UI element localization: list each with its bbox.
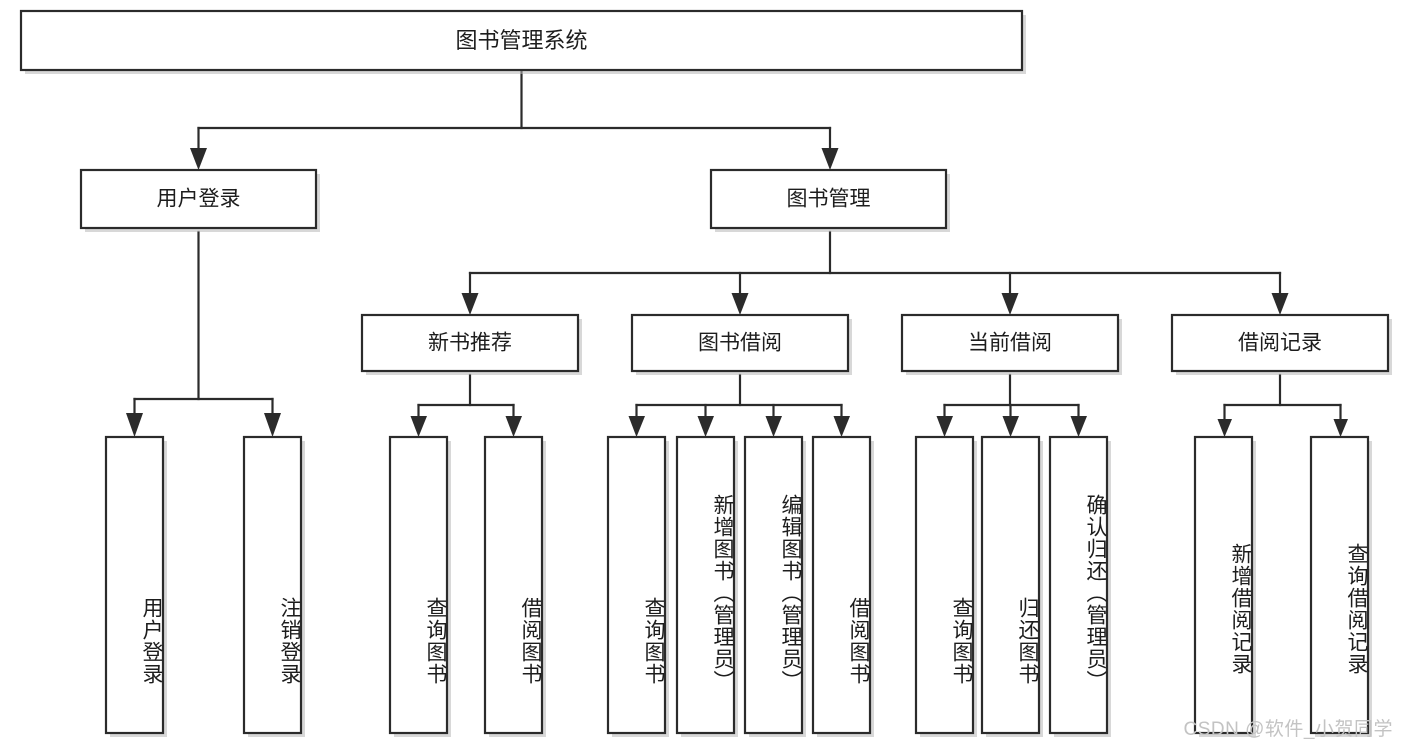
node-book-borrow-label: 图书借阅 <box>698 332 782 355</box>
arrow-to-leaf-borrow-3 <box>765 416 782 437</box>
arrow-to-user-login <box>190 148 207 170</box>
arrow-to-currentborrow <box>1001 293 1019 315</box>
leaf-box-record-1[interactable] <box>1193 435 1254 735</box>
leaf-boxes-new-book-recommend <box>388 435 546 737</box>
arrow-to-bookborrow <box>731 293 749 315</box>
arrow-to-leaf-current-2 <box>1002 416 1019 437</box>
leaf-box-borrow-2[interactable] <box>675 435 736 735</box>
leaf-boxes-user-login <box>104 435 305 737</box>
arrow-to-leaf-user-2 <box>264 413 281 437</box>
leaf-box-newbook-1[interactable] <box>388 435 449 735</box>
arrow-to-leaf-record-2 <box>1333 419 1348 437</box>
arrow-to-leaf-current-3 <box>1070 416 1087 437</box>
node-borrow-record-box <box>1170 313 1390 373</box>
leaf-box-record-2[interactable] <box>1309 435 1370 735</box>
node-root[interactable]: 图书管理系统 <box>19 9 1026 74</box>
arrow-to-leaf-record-1 <box>1217 419 1232 437</box>
arrow-to-leaf-newbook-2 <box>505 416 522 437</box>
node-current-borrow-box <box>900 313 1120 373</box>
node-current-borrow-label: 当前借阅 <box>968 332 1052 355</box>
leaf-box-borrow-4[interactable] <box>811 435 872 735</box>
arrowheads <box>126 148 1348 437</box>
leaf-boxes-borrow-record <box>1193 435 1372 737</box>
arrow-to-leaf-borrow-1 <box>628 416 645 437</box>
node-borrow-record[interactable]: 借阅记录 <box>1170 313 1392 375</box>
node-book-management-box <box>709 168 948 230</box>
arrow-to-leaf-borrow-2 <box>697 416 714 437</box>
node-book-management[interactable]: 图书管理 <box>709 168 950 232</box>
node-user-login-box <box>79 168 318 230</box>
arrow-to-borrowrecord <box>1271 293 1289 315</box>
node-borrow-record-label: 借阅记录 <box>1238 332 1322 355</box>
node-book-borrow[interactable]: 图书借阅 <box>630 313 852 375</box>
node-book-management-label: 图书管理 <box>787 188 871 211</box>
leaf-box-current-2[interactable] <box>980 435 1041 735</box>
node-new-book-recommend[interactable]: 新书推荐 <box>360 313 582 375</box>
arrow-to-leaf-current-1 <box>936 416 953 437</box>
node-root-box <box>19 9 1024 72</box>
leaf-boxes-book-borrow <box>606 435 874 737</box>
leaf-box-borrow-3[interactable] <box>743 435 804 735</box>
leaf-box-user-login-2[interactable] <box>242 435 303 735</box>
arrow-to-book-mgmt <box>821 148 839 170</box>
node-user-login[interactable]: 用户登录 <box>79 168 320 232</box>
arrow-to-leaf-newbook-1 <box>410 416 427 437</box>
leaf-box-borrow-1[interactable] <box>606 435 667 735</box>
node-new-book-recommend-box <box>360 313 580 373</box>
leaf-box-current-3[interactable] <box>1048 435 1109 735</box>
leaf-boxes-current-borrow <box>914 435 1111 737</box>
arrow-to-leaf-user-1 <box>126 413 143 437</box>
connectors <box>133 68 1342 422</box>
node-book-borrow-box <box>630 313 850 373</box>
leaf-box-newbook-2[interactable] <box>483 435 544 735</box>
node-current-borrow[interactable]: 当前借阅 <box>900 313 1122 375</box>
node-root-label: 图书管理系统 <box>455 28 587 53</box>
node-new-book-recommend-label: 新书推荐 <box>428 332 512 355</box>
watermark: CSDN @软件_小贺同学 <box>1183 719 1393 740</box>
arrow-to-leaf-borrow-4 <box>833 416 850 437</box>
arrow-to-newbook <box>461 293 479 315</box>
node-user-login-label: 用户登录 <box>157 188 241 211</box>
leaf-box-current-1[interactable] <box>914 435 975 735</box>
leaf-box-user-login-1[interactable] <box>104 435 165 735</box>
